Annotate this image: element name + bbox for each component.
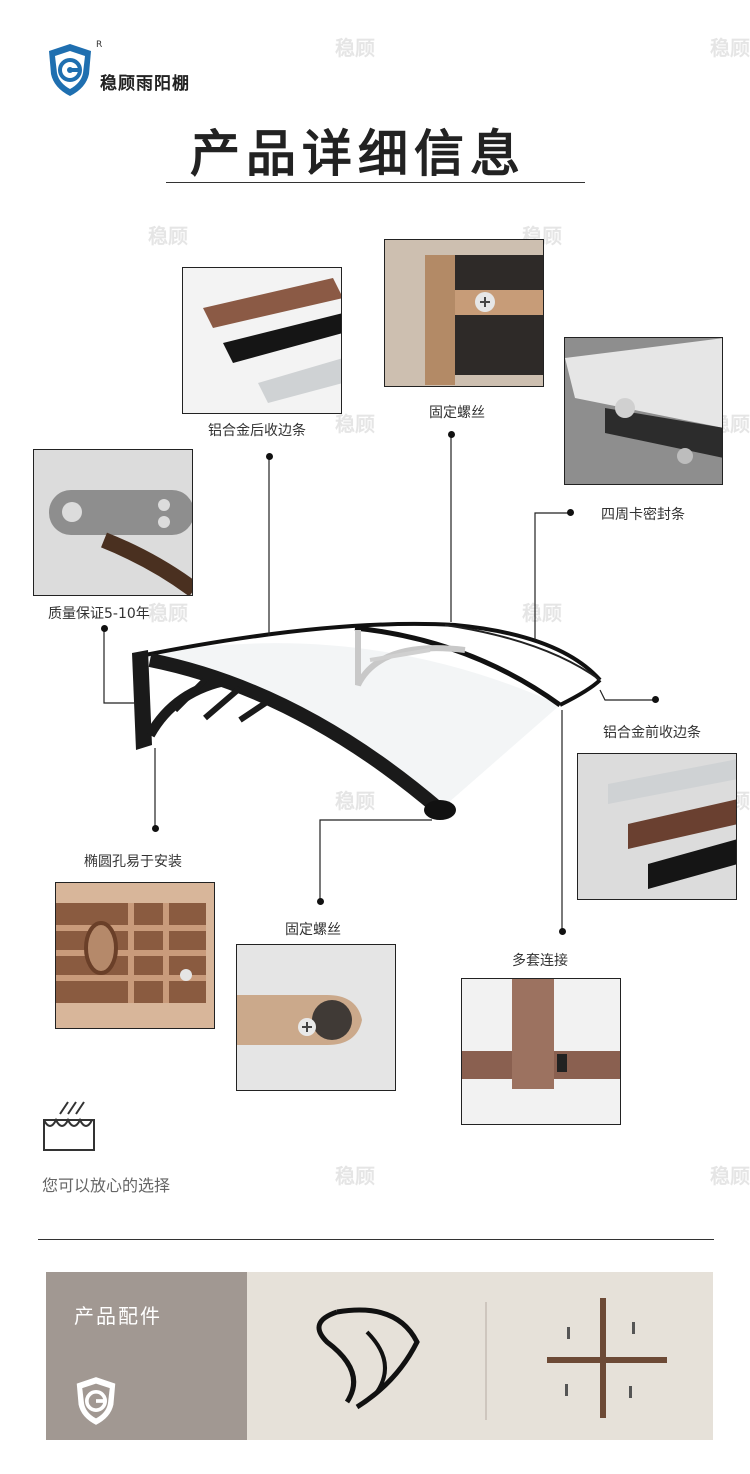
leader-dot bbox=[152, 825, 159, 832]
accessories-photo-panel bbox=[247, 1272, 713, 1440]
caption-multi-connect: 多套连接 bbox=[512, 953, 568, 969]
leader-dot bbox=[101, 625, 108, 632]
watermark: 稳顾 bbox=[710, 1164, 750, 1188]
caption-seal: 四周卡密封条 bbox=[601, 507, 685, 523]
accessories-title-panel: 产品配件 bbox=[46, 1272, 247, 1440]
leader-dot bbox=[317, 898, 324, 905]
awning-rain-icon bbox=[42, 1098, 96, 1154]
leader-dot bbox=[448, 431, 455, 438]
caption-oval-hole: 椭圆孔易于安装 bbox=[84, 854, 182, 870]
watermark: 稳顾 bbox=[335, 789, 375, 813]
watermark: 稳顾 bbox=[148, 224, 188, 248]
seal-photo bbox=[564, 337, 723, 485]
watermark: 稳顾 bbox=[335, 36, 375, 60]
caption-front-trim: 铝合金前收边条 bbox=[603, 725, 701, 741]
watermark: 稳顾 bbox=[335, 412, 375, 436]
leader-dot bbox=[266, 453, 273, 460]
caption-warranty: 质量保证5-10年 bbox=[48, 606, 150, 622]
reassurance-text: 您可以放心的选择 bbox=[42, 1176, 171, 1195]
bracket-photo bbox=[33, 449, 193, 596]
screw-top-photo bbox=[384, 239, 544, 387]
canopy-diagram bbox=[103, 436, 656, 930]
oval-hole-photo bbox=[55, 882, 215, 1029]
caption-screw-bottom: 固定螺丝 bbox=[285, 922, 341, 938]
watermark: 稳顾 bbox=[710, 36, 750, 60]
leader-dot bbox=[567, 509, 574, 516]
accessories-title: 产品配件 bbox=[74, 1304, 162, 1328]
watermark: 稳顾 bbox=[148, 601, 188, 625]
shield-logo-icon bbox=[74, 1375, 118, 1427]
registered-mark: R bbox=[96, 40, 103, 50]
shield-logo-icon bbox=[46, 42, 94, 98]
caption-screw-top: 固定螺丝 bbox=[429, 405, 485, 421]
rear-trim-photo bbox=[182, 267, 342, 414]
brand-name: 稳顾雨阳棚 bbox=[100, 74, 190, 94]
caption-rear-trim: 铝合金后收边条 bbox=[208, 423, 306, 439]
watermark: 稳顾 bbox=[335, 1164, 375, 1188]
front-trim-photo bbox=[577, 753, 737, 900]
leader-dot bbox=[652, 696, 659, 703]
leader-dot bbox=[559, 928, 566, 935]
page-title: 产品详细信息 bbox=[190, 125, 526, 183]
screw-bottom-photo bbox=[236, 944, 396, 1091]
multi-connect-photo bbox=[461, 978, 621, 1125]
section-divider bbox=[38, 1239, 714, 1240]
title-underline bbox=[166, 182, 585, 183]
watermark: 稳顾 bbox=[522, 601, 562, 625]
